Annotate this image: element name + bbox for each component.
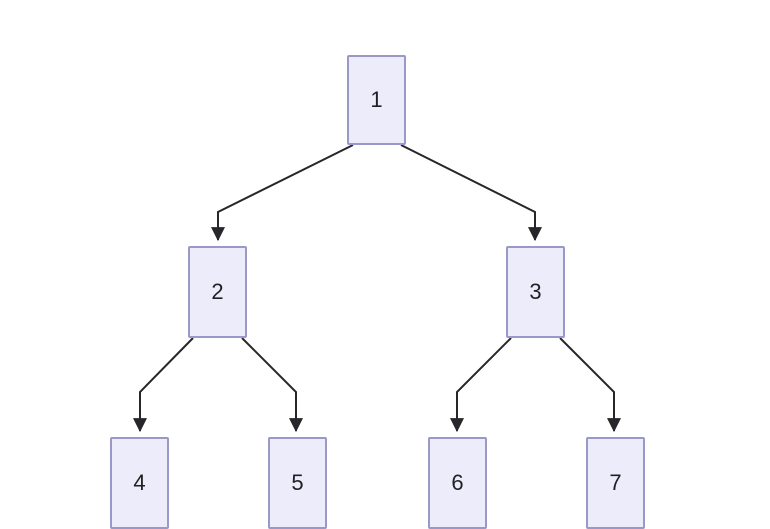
tree-node-4[interactable]: 4 [110, 437, 169, 529]
tree-node-label: 1 [370, 87, 383, 112]
tree-node-1[interactable]: 1 [347, 55, 406, 145]
tree-edge-3-to-7 [559, 337, 621, 433]
tree-node-label: 6 [451, 470, 464, 495]
tree-edge-2-to-4 [133, 337, 194, 433]
tree-edge-1-to-3 [400, 144, 542, 242]
tree-node-6[interactable]: 6 [428, 437, 487, 529]
tree-edge-1-to-2 [211, 144, 354, 242]
tree-node-5[interactable]: 5 [268, 437, 327, 529]
tree-node-label: 3 [529, 279, 542, 304]
tree-node-label: 2 [211, 279, 224, 304]
edge-layer [133, 144, 621, 433]
tree-edge-3-to-6 [450, 337, 512, 433]
tree-node-label: 7 [609, 470, 622, 495]
tree-node-label: 5 [291, 470, 304, 495]
edge-group [133, 144, 621, 433]
tree-edge-2-to-5 [241, 337, 303, 433]
tree-node-3[interactable]: 3 [506, 246, 565, 338]
tree-diagram-canvas: 1 2 3 4 5 6 7 [110, 55, 645, 529]
tree-node-7[interactable]: 7 [586, 437, 645, 529]
tree-node-2[interactable]: 2 [188, 246, 247, 338]
tree-node-label: 4 [133, 470, 146, 495]
